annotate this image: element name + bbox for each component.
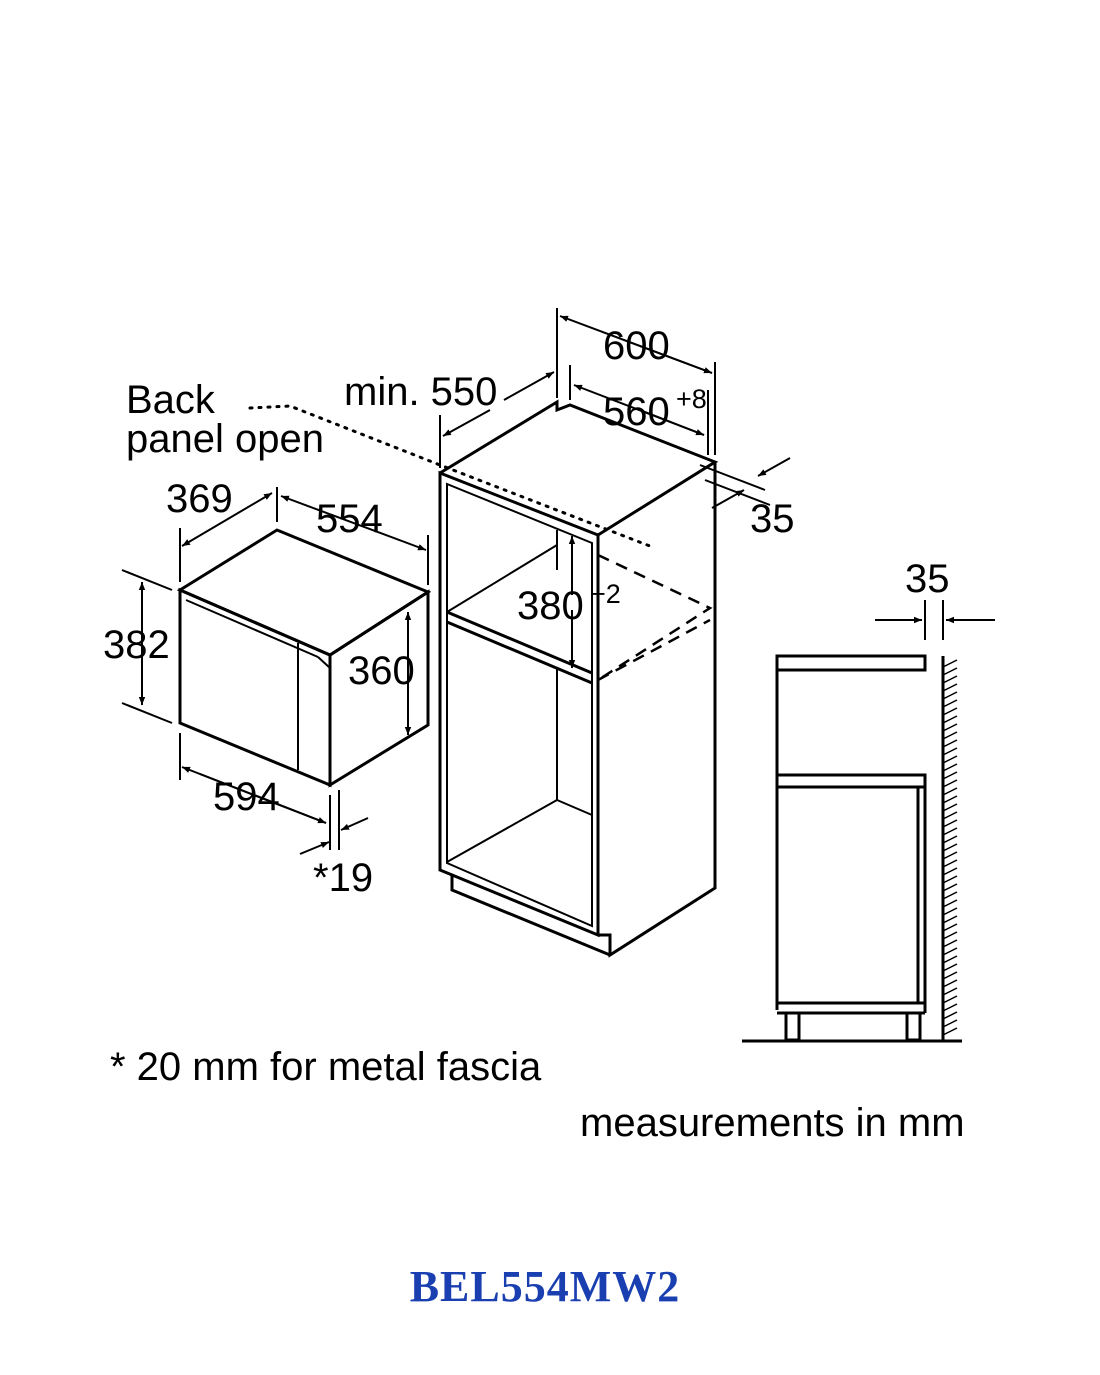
dim-560: 560: [603, 390, 670, 434]
back-panel-label-line2: panel open: [126, 417, 324, 461]
hatch-line: [942, 835, 958, 844]
hatch-line: [942, 947, 958, 956]
hatch-line: [942, 659, 958, 668]
back-panel-label-line1: Back: [126, 378, 216, 422]
hatch-line: [942, 747, 958, 756]
notes: * 20 mm for metal fascia measurements in…: [110, 1045, 965, 1145]
hatch-line: [942, 907, 958, 916]
dim-360: 360: [348, 649, 415, 693]
hatch-line: [942, 731, 958, 740]
dim-35-side: 35: [905, 557, 950, 601]
dim-min-550: min. 550: [344, 370, 497, 414]
hatch-line: [942, 923, 958, 932]
dim-594: 594: [213, 775, 280, 819]
model-number: BEL554MW2: [410, 1262, 681, 1311]
hatch-line: [942, 779, 958, 788]
dim-600: 600: [603, 324, 670, 368]
hatch-line: [942, 715, 958, 724]
hatch-line: [942, 819, 958, 828]
hatch-line: [942, 827, 958, 836]
cabinet-dimensions: [442, 315, 791, 668]
side-elevation-drawing: [742, 600, 995, 1043]
hatch-line: [942, 803, 958, 812]
hatch-line: [942, 915, 958, 924]
metal-fascia-note: * 20 mm for metal fascia: [110, 1045, 542, 1089]
microwave-drawing: [121, 487, 432, 850]
hatch-line: [942, 811, 958, 820]
hatch-line: [942, 883, 958, 892]
hatch-line: [942, 1011, 958, 1020]
hatch-line: [942, 963, 958, 972]
hatch-line: [942, 691, 958, 700]
dim-382: 382: [103, 623, 170, 667]
hatch-line: [942, 987, 958, 996]
hatch-line: [942, 723, 958, 732]
microwave-dimensions: [138, 492, 427, 855]
back-panel-leader: [248, 404, 657, 550]
hatch-line: [942, 875, 958, 884]
hatch-line: [942, 971, 958, 980]
hatch-line: [942, 1027, 958, 1036]
wall-hatching: [942, 659, 958, 1036]
hatch-line: [942, 699, 958, 708]
hatch-line: [942, 763, 958, 772]
hatch-line: [942, 1003, 958, 1012]
units-note: measurements in mm: [580, 1101, 965, 1145]
hatch-line: [942, 1019, 958, 1028]
hatch-line: [942, 995, 958, 1004]
dimension-labels: Back panel open min. 550 600 560 +8 35 3…: [103, 324, 950, 900]
dim-554: 554: [316, 497, 383, 541]
dim-560-tolerance: +8: [676, 384, 707, 414]
hatch-line: [942, 843, 958, 852]
hatch-line: [942, 739, 958, 748]
hatch-line: [942, 683, 958, 692]
hatch-line: [942, 955, 958, 964]
hatch-line: [942, 795, 958, 804]
hatch-line: [942, 707, 958, 716]
dim-35-top: 35: [750, 497, 795, 541]
hatch-line: [942, 851, 958, 860]
hatch-line: [942, 667, 958, 676]
hatch-line: [942, 771, 958, 780]
hatch-line: [942, 891, 958, 900]
hatch-line: [942, 979, 958, 988]
hatch-line: [942, 675, 958, 684]
dim-369: 369: [166, 477, 233, 521]
dim-380-tolerance: +2: [590, 579, 621, 609]
hatch-line: [942, 859, 958, 868]
cabinet-drawing: [438, 308, 771, 958]
dim-19: *19: [313, 856, 373, 900]
dim-380: 380: [517, 584, 584, 628]
hatch-line: [942, 755, 958, 764]
hatch-line: [942, 939, 958, 948]
hatch-line: [942, 867, 958, 876]
hatch-line: [942, 787, 958, 796]
hatch-line: [942, 899, 958, 908]
hatch-line: [942, 931, 958, 940]
